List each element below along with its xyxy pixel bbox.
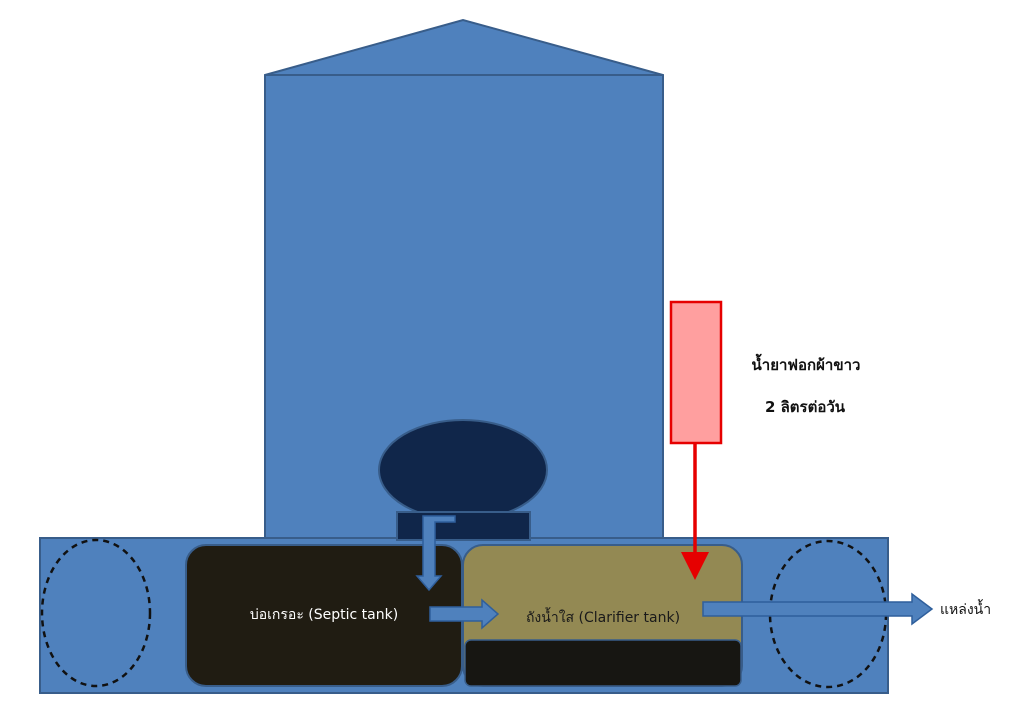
clarifier-to-water-arrow (702, 592, 934, 626)
chemical-label-line1: น้ำยาฟอกผ้าขาว (752, 353, 861, 374)
septic-tank-label: บ่อเกรอะ (Septic tank) (250, 607, 398, 623)
building (264, 18, 664, 541)
chemical-dosing-box (669, 300, 723, 445)
clarifier-tank-label: ถังน้ำใส (Clarifier tank) (526, 607, 680, 626)
left-dashed-oval (40, 538, 152, 688)
water-source-label: แหล่งน้ำ (940, 599, 991, 618)
toilet-dome (378, 419, 548, 521)
chemical-label-line2: 2 ลิตรต่อวัน (765, 398, 846, 416)
clarifier-sludge (464, 639, 742, 687)
septic-to-clarifier-arrow (429, 598, 500, 630)
toilet-pipe-arrow (415, 515, 456, 592)
toilet-base (396, 511, 531, 541)
